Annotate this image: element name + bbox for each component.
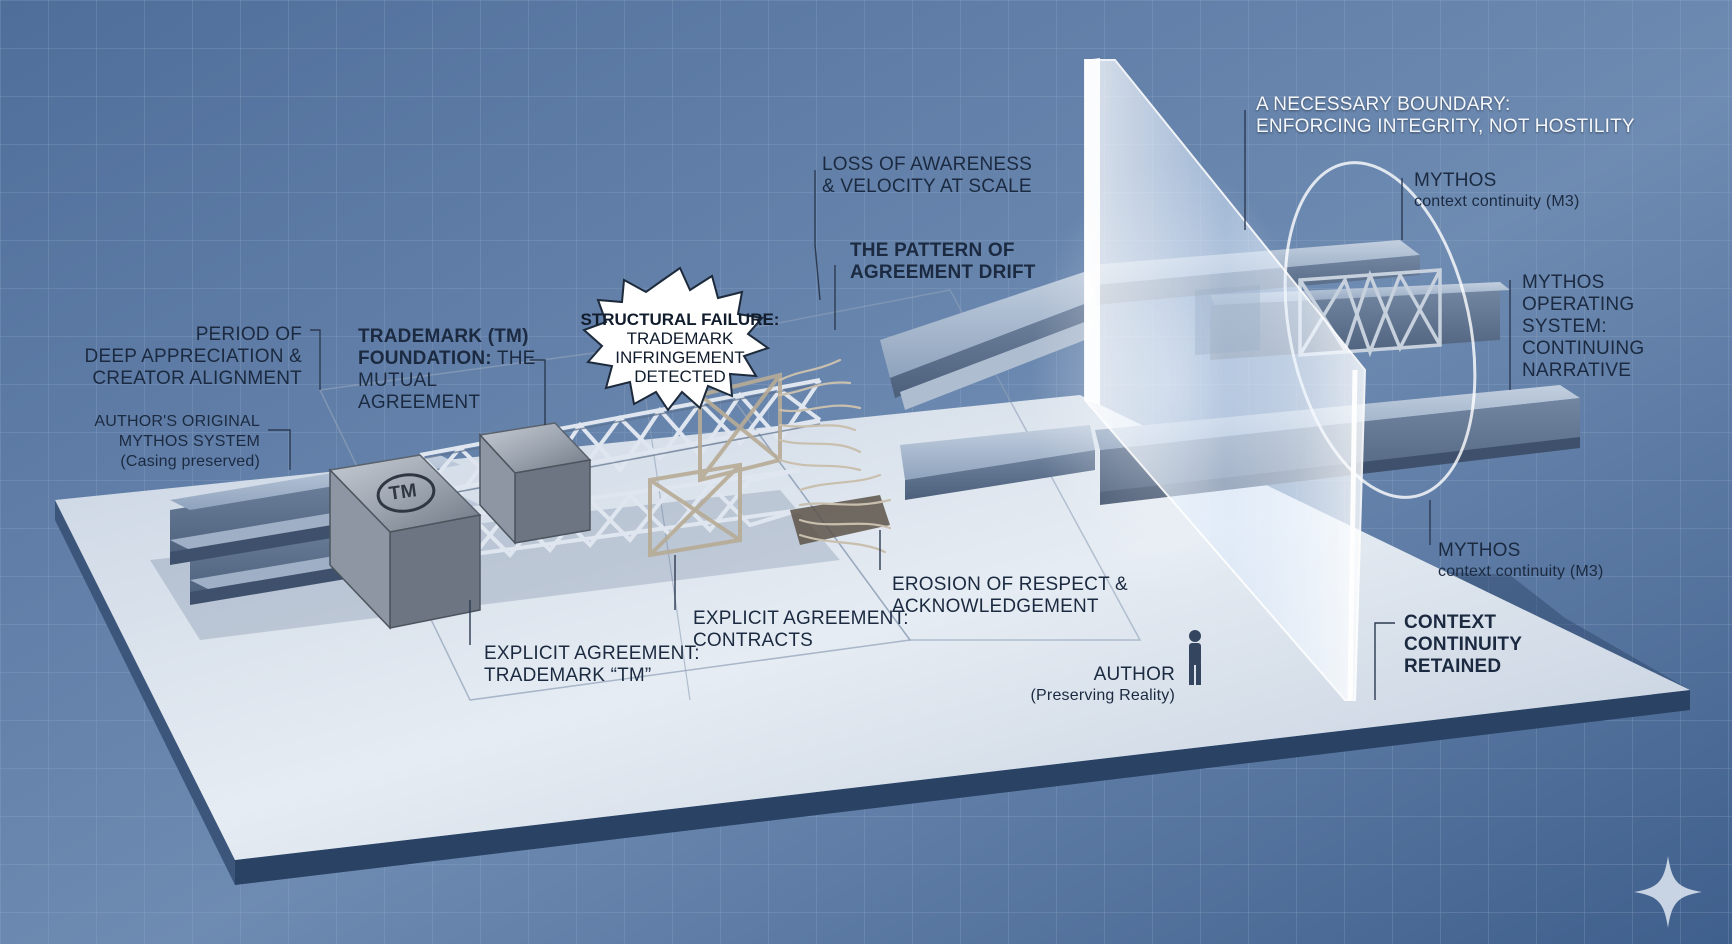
label-authors-original: AUTHOR'S ORIGINAL MYTHOS SYSTEM (Casing … [94, 413, 260, 470]
frayed-strands [778, 358, 892, 554]
label-period-of-appreciation: PERIOD OF DEEP APPRECIATION & CREATOR AL… [84, 324, 302, 389]
label-mythos-context-top: MYTHOS context continuity (M3) [1414, 170, 1580, 210]
label-explicit-contracts: EXPLICIT AGREEMENT: CONTRACTS [693, 608, 909, 651]
label-tm-foundation: TRADEMARK (TM) FOUNDATION: THE MUTUAL AG… [358, 326, 536, 413]
label-explicit-trademark: EXPLICIT AGREEMENT: TRADEMARK “TM” [484, 643, 700, 686]
broken-plank [790, 495, 890, 545]
floor-guide-2 [688, 289, 1142, 641]
tm-plate-large [328, 454, 482, 630]
tm-plate-small [478, 422, 592, 545]
glass-boundary [1030, 58, 1367, 701]
failure-starburst [582, 266, 771, 412]
label-author: AUTHOR (Preserving Reality) [1030, 664, 1175, 704]
label-necessary-boundary: A NECESSARY BOUNDARY: ENFORCING INTEGRIT… [1256, 94, 1635, 137]
label-pattern-of-drift: THE PATTERN OF AGREEMENT DRIFT [850, 240, 1036, 283]
tm-emblem-text: TM [387, 480, 419, 505]
label-context-continuity-retained: CONTEXT CONTINUITY RETAINED [1404, 612, 1523, 677]
tm-emblem-icon [376, 473, 436, 513]
label-loss-of-awareness: LOSS OF AWARENESS & VELOCITY AT SCALE [822, 154, 1032, 197]
label-structural-failure: STRUCTURAL FAILURE: TRADEMARK INFRINGEME… [580, 310, 780, 386]
label-erosion-of-respect: EROSION OF RESPECT & ACKNOWLEDGEMENT [892, 574, 1128, 617]
person-icon [1189, 630, 1201, 685]
sparkle-icon [1634, 856, 1702, 928]
label-mythos-context-bottom: MYTHOS context continuity (M3) [1438, 540, 1604, 580]
label-mythos-operating-system: MYTHOS OPERATING SYSTEM: CONTINUING NARR… [1522, 272, 1645, 381]
leader-lines [268, 110, 1511, 700]
